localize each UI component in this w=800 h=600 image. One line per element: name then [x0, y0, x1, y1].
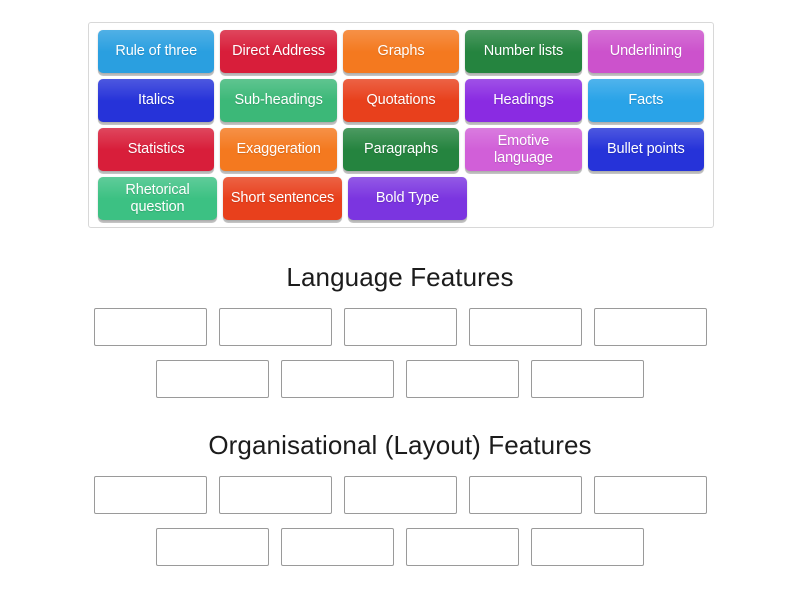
tile-label: Rule of three — [115, 42, 198, 59]
tile-label: Rhetorical question — [125, 182, 190, 215]
tile-bank: Rule of three Direct Address Graphs Numb… — [88, 22, 714, 228]
drop-zone-layout-6[interactable] — [156, 528, 269, 566]
tile-underlining[interactable]: Underlining — [587, 30, 705, 73]
drop-zone-layout-5[interactable] — [593, 476, 707, 514]
layout-drop-zone-row-2 — [0, 528, 800, 566]
tile-rule-of-three[interactable]: Rule of three — [98, 30, 215, 73]
tile-label: Graphs — [377, 42, 425, 59]
tile-label: Emotive language — [493, 133, 553, 166]
tile-graphs[interactable]: Graphs — [342, 30, 460, 73]
drop-zone-language-4[interactable] — [468, 308, 582, 346]
tile-label: Exaggeration — [236, 140, 321, 157]
tile-quotations[interactable]: Quotations — [342, 79, 460, 122]
tile-headings[interactable]: Headings — [465, 79, 582, 122]
language-drop-zone-row-2 — [0, 360, 800, 398]
tile-label: Bullet points — [606, 140, 685, 157]
tile-direct-address[interactable]: Direct Address — [220, 30, 337, 73]
tile-paragraphs[interactable]: Paragraphs — [342, 128, 460, 171]
drop-zone-layout-9[interactable] — [531, 528, 644, 566]
drop-zone-language-7[interactable] — [281, 360, 394, 398]
tile-rhetorical-question[interactable]: Rhetorical question — [98, 177, 217, 220]
tile-label: Sub-headings — [234, 91, 323, 108]
tile-statistics[interactable]: Statistics — [98, 128, 215, 171]
tile-label: Facts — [628, 91, 664, 108]
tile-exaggeration[interactable]: Exaggeration — [220, 128, 337, 171]
drop-zone-layout-2[interactable] — [218, 476, 332, 514]
tile-italics[interactable]: Italics — [98, 79, 215, 122]
drop-zone-language-2[interactable] — [218, 308, 332, 346]
drop-zone-language-3[interactable] — [343, 308, 457, 346]
tile-label: Bold Type — [375, 189, 440, 206]
tile-label: Short sentences — [230, 190, 335, 207]
drop-zone-language-1[interactable] — [93, 308, 207, 346]
tile-label: Quotations — [366, 91, 436, 108]
tile-emotive-language[interactable]: Emotive language — [465, 128, 582, 171]
tile-row: Rhetorical question Short sentences Bold… — [95, 177, 707, 226]
drop-zone-layout-4[interactable] — [468, 476, 582, 514]
tile-number-lists[interactable]: Number lists — [465, 30, 582, 73]
drop-zone-layout-7[interactable] — [281, 528, 394, 566]
tile-short-sentences[interactable]: Short sentences — [223, 177, 342, 220]
tile-label: Number lists — [483, 42, 564, 59]
tile-label: Italics — [138, 91, 175, 108]
tile-label: Direct Address — [232, 43, 326, 60]
tile-label: Paragraphs — [364, 140, 438, 157]
drop-zone-language-8[interactable] — [406, 360, 519, 398]
tile-label: Statistics — [127, 140, 185, 157]
tile-bullet-points[interactable]: Bullet points — [587, 128, 705, 171]
drop-zone-layout-1[interactable] — [93, 476, 207, 514]
tile-facts[interactable]: Facts — [587, 79, 705, 122]
drop-zone-language-6[interactable] — [156, 360, 269, 398]
tile-row: Statistics Exaggeration Paragraphs Emoti… — [95, 128, 707, 177]
drop-zone-layout-3[interactable] — [343, 476, 457, 514]
category-title-layout: Organisational (Layout) Features — [208, 430, 592, 460]
category-title-language: Language Features — [286, 262, 514, 292]
drop-zone-language-5[interactable] — [593, 308, 707, 346]
tile-row: Italics Sub-headings Quotations Headings… — [95, 79, 707, 128]
tile-bold-type[interactable]: Bold Type — [348, 177, 467, 220]
tile-label: Headings — [493, 91, 554, 108]
tile-sub-headings[interactable]: Sub-headings — [220, 79, 337, 122]
drop-zone-layout-8[interactable] — [406, 528, 519, 566]
language-drop-zone-row-1 — [0, 308, 800, 346]
tile-label: Underlining — [609, 42, 682, 59]
tile-row: Rule of three Direct Address Graphs Numb… — [95, 30, 707, 79]
layout-drop-zone-row-1 — [0, 476, 800, 514]
drop-zone-language-9[interactable] — [531, 360, 644, 398]
